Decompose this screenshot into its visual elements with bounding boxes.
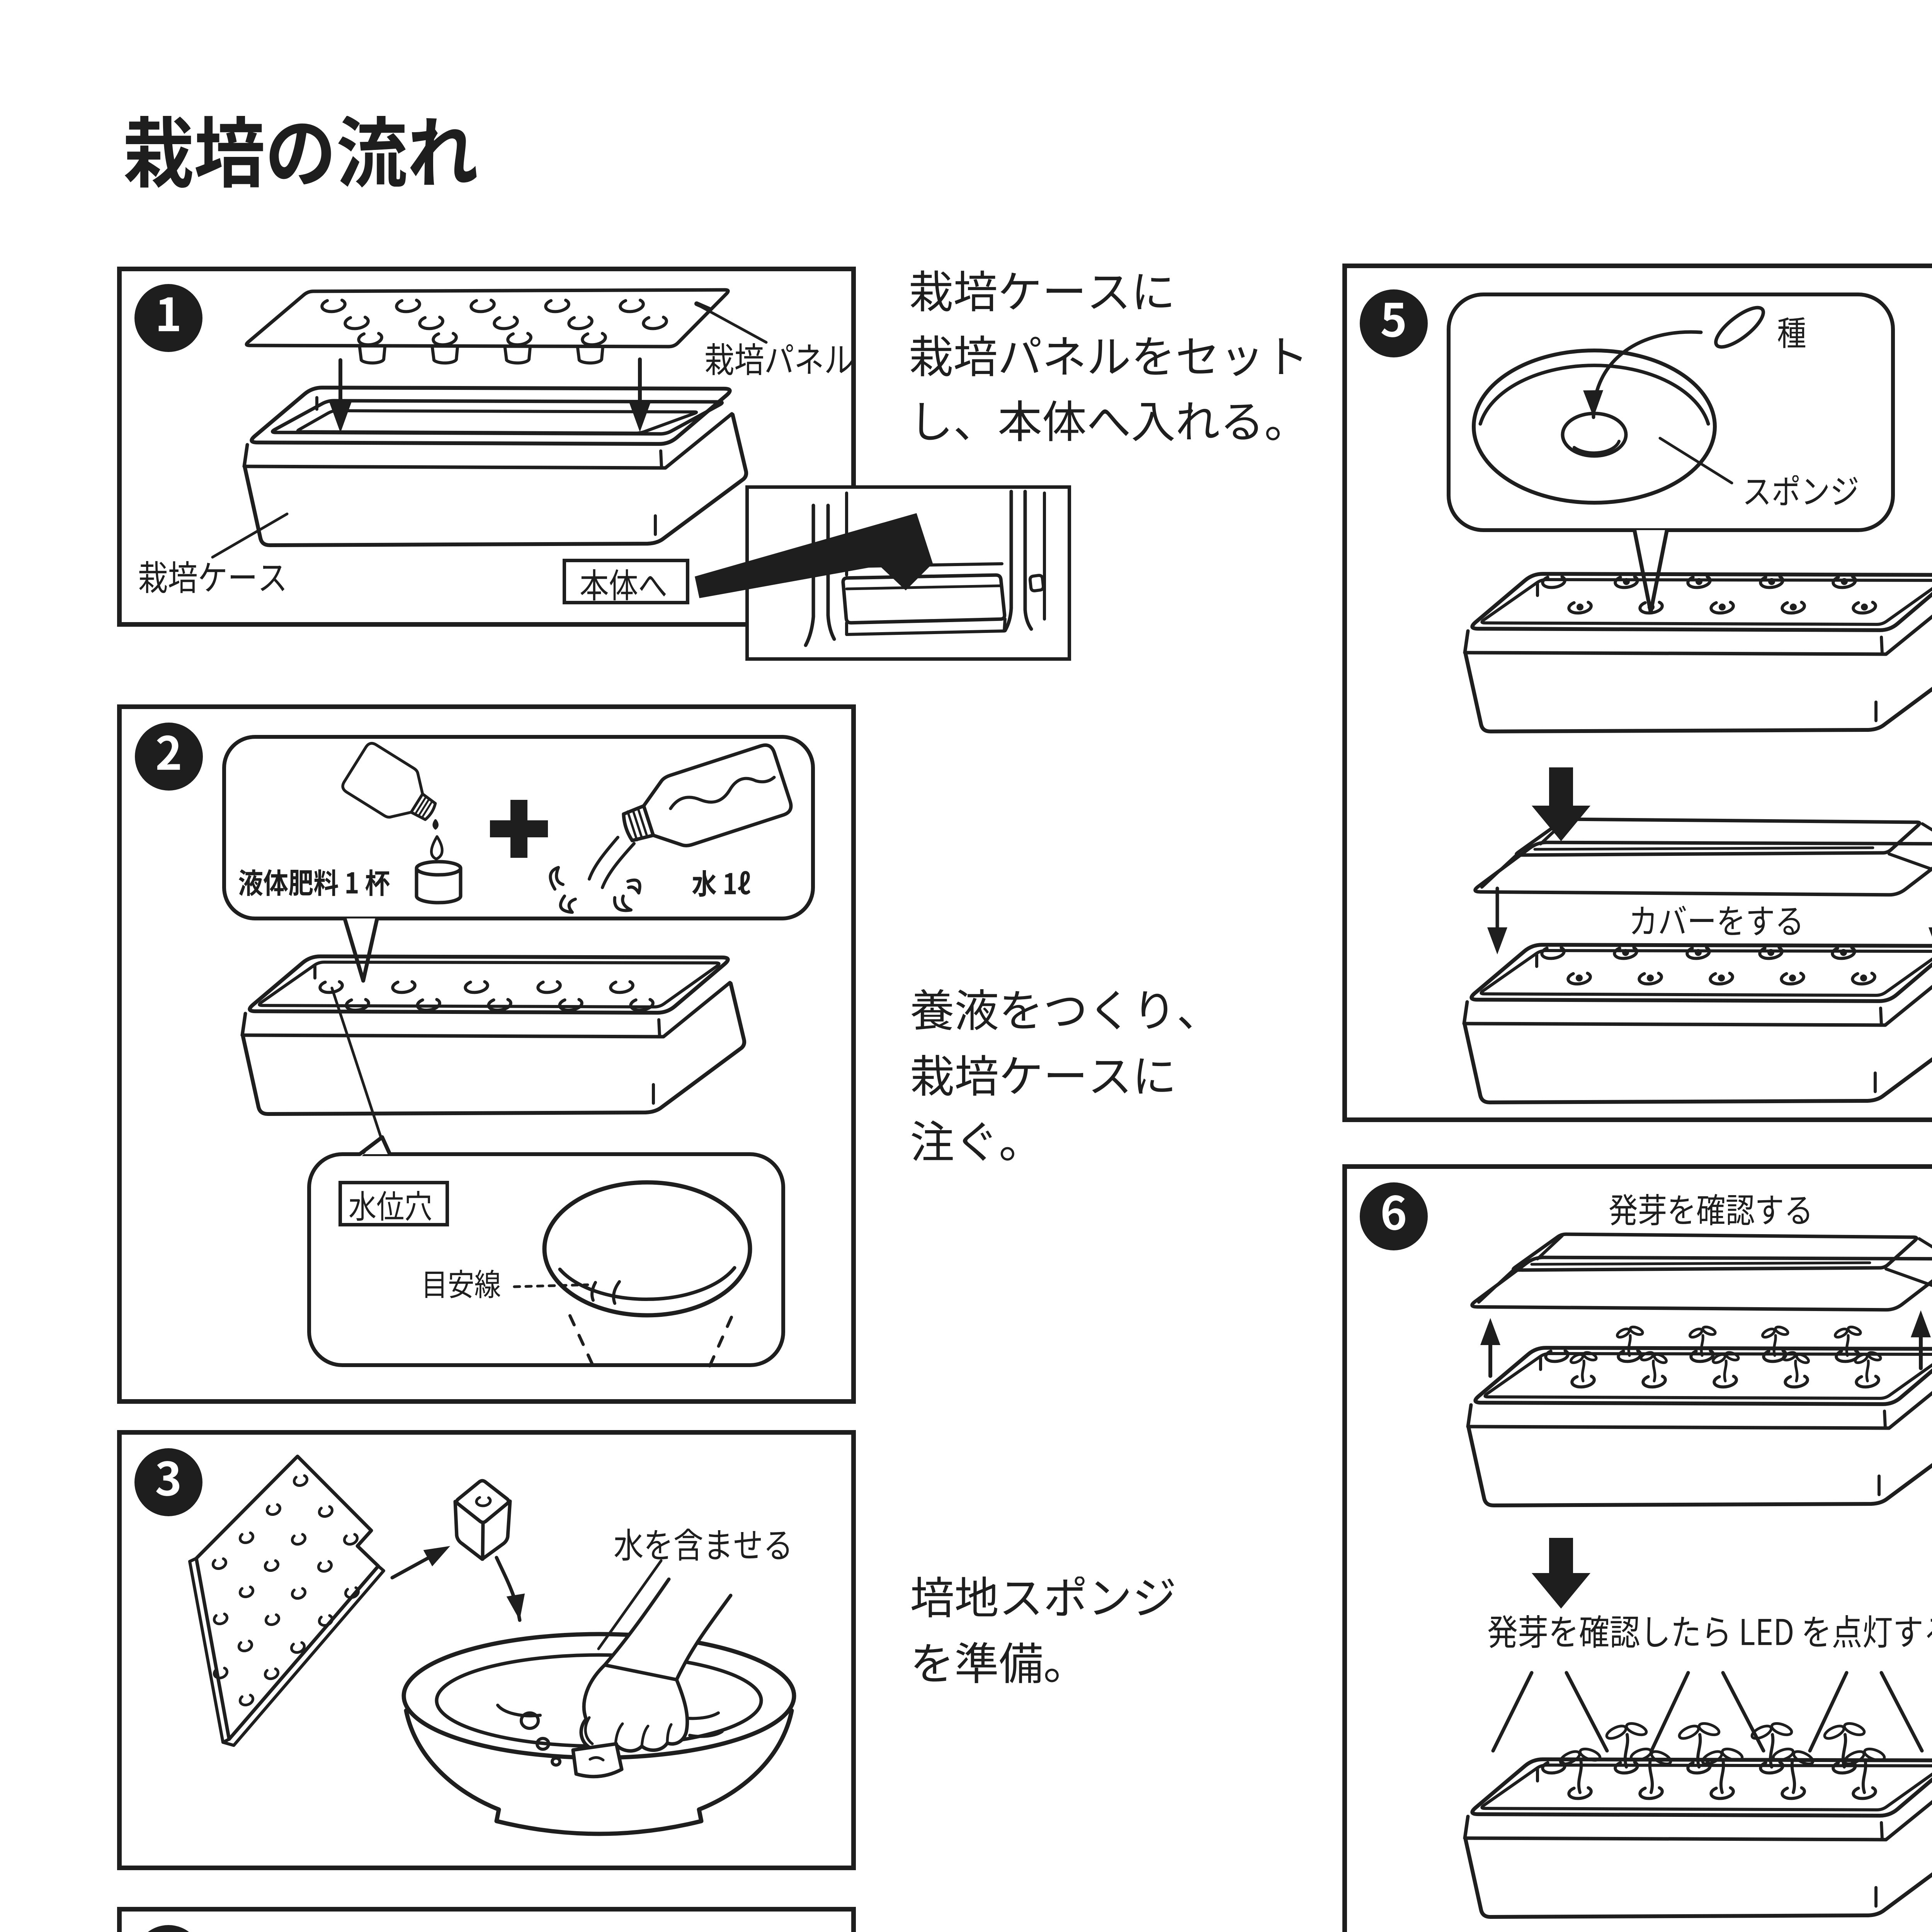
sponge-pointer-line	[1658, 437, 1733, 485]
cover-drawing	[1473, 817, 1932, 897]
label-water: 水 1ℓ	[692, 870, 750, 902]
sponge-sheet-drawing	[188, 1454, 385, 1747]
label-soak: 水を含ませる	[614, 1529, 793, 1567]
step-number-badge: 5	[1360, 289, 1428, 357]
lift-arrows	[1480, 1310, 1931, 1378]
insert-arrows	[329, 357, 651, 433]
fertilizer-bottle-drawing	[341, 742, 444, 861]
step-panel-4	[117, 1907, 856, 1932]
water-level-bubble	[307, 1135, 785, 1369]
seed-to-hole-arrow	[1583, 330, 1703, 419]
step1-caption: 栽培ケースに 栽培パネルをセット し、本体へ入れる。	[909, 270, 1309, 449]
mixing-bubble	[222, 735, 815, 983]
cover-drawing	[1470, 1232, 1932, 1312]
growing-tray-drawing	[1463, 1722, 1932, 1919]
water-bottle-drawing	[549, 743, 793, 914]
step-panel-5	[1342, 264, 1932, 1122]
panel-pointer-line	[700, 305, 768, 344]
step-panel-6	[1342, 1164, 1932, 1932]
seed-drawing	[1714, 306, 1765, 349]
label-case: 栽培ケース	[138, 561, 287, 600]
step-panel-3	[117, 1430, 856, 1870]
label-led-on: 発芽を確認したら LED を点灯する	[1487, 1615, 1932, 1655]
covered-tray-drawing	[1462, 943, 1932, 1104]
label-seed: 種	[1777, 317, 1806, 354]
label-sponge: スポンジ	[1742, 475, 1859, 513]
next-step-arrow	[1532, 767, 1590, 841]
step-panel-6-illustration	[1463, 1232, 1932, 1919]
label-to-body: 本体へ	[580, 569, 668, 607]
step-number: 6	[1380, 1191, 1407, 1242]
cultivation-case-drawing	[240, 954, 747, 1116]
seeding-bubble	[1447, 293, 1895, 614]
step-number-badge: 6	[1360, 1182, 1428, 1250]
step-panel-1	[117, 267, 856, 627]
step-panel-1-illustration	[211, 288, 768, 559]
step-number: 5	[1380, 298, 1407, 349]
germinated-tray-drawing	[1466, 1325, 1932, 1507]
soak-pointer-line	[597, 1559, 663, 1650]
plus-sign	[490, 800, 548, 858]
step-number: 2	[155, 731, 182, 782]
step2-caption: 養液をつくり、 栽培ケースに 注ぐ。	[910, 989, 1221, 1170]
led-light-rays	[1491, 1671, 1924, 1753]
cultivation-case-drawing	[242, 386, 748, 547]
step-number-badge: 3	[134, 1448, 202, 1516]
black-arrow-to-body	[695, 513, 933, 598]
label-water-level-hole: 水位穴	[349, 1191, 432, 1227]
measuring-cup-drawing	[415, 860, 463, 905]
sponge-cube-drawing	[453, 1479, 512, 1561]
step-panel-4-illustration	[117, 1907, 856, 1932]
step3-caption: 培地スポンジ を準備。	[910, 1577, 1177, 1691]
case-pointer-line	[211, 512, 289, 559]
label-fertilizer: 液体肥料 1 杯	[238, 869, 390, 901]
step-panel-3-illustration	[188, 1454, 796, 1836]
step-number: 1	[155, 293, 182, 343]
hole-pointer-line	[330, 986, 383, 1140]
step-number-badge: 1	[134, 284, 202, 352]
label-guide-line: 目安線	[421, 1270, 501, 1304]
seeded-tray-drawing	[1463, 572, 1932, 733]
page-title: 栽培の流れ	[123, 116, 478, 201]
next-step-arrow	[1532, 1538, 1590, 1609]
label-check-germination: 発芽を確認する	[1609, 1194, 1813, 1231]
label-panel: 栽培パネル	[704, 343, 854, 382]
cultivation-panel-drawing	[245, 288, 730, 365]
cube-to-bowl-arrow	[495, 1556, 525, 1622]
label-cover: カバーをする	[1629, 905, 1804, 942]
sheet-to-cube-arrow	[390, 1546, 450, 1580]
step-panel-5-illustration	[1447, 293, 1932, 1104]
hand-drawing	[571, 1577, 733, 1779]
step-number: 3	[155, 1457, 182, 1507]
step-number-badge: 2	[135, 723, 203, 791]
